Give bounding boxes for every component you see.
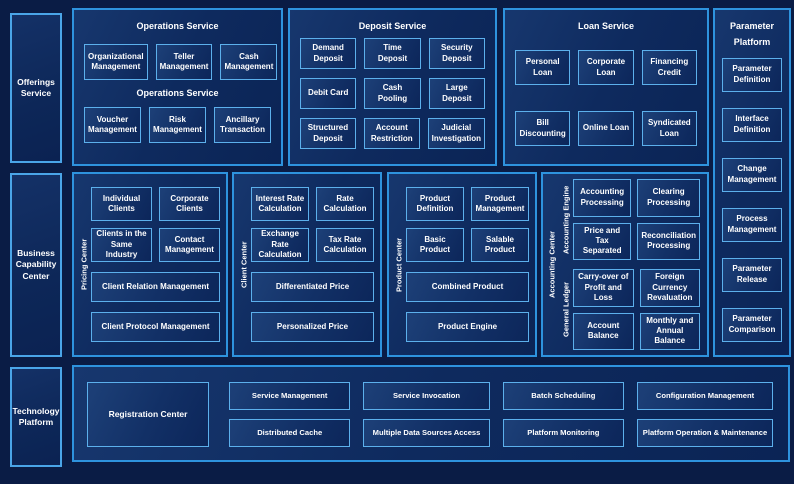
interest-rate-calculation-box: Interest Rate Calculation bbox=[251, 187, 309, 221]
parameter-platform-title: Parameter Platform bbox=[729, 21, 775, 47]
accounting-engine-group: Accounting Engine Accounting Processing … bbox=[559, 179, 700, 260]
debit-card-box: Debit Card bbox=[300, 78, 357, 109]
general-ledger-vertical-label: General Ledger bbox=[561, 281, 571, 338]
technology-platform-panel: Registration Center Service Management S… bbox=[72, 365, 790, 462]
process-management-box: Process Management bbox=[722, 207, 782, 242]
online-loan-box: Online Loan bbox=[578, 111, 634, 146]
service-invocation-box: Service Invocation bbox=[363, 382, 490, 410]
risk-management-box: Risk Management bbox=[149, 107, 206, 143]
cash-management-box: Cash Management bbox=[220, 44, 278, 80]
account-restriction-box: Account Restriction bbox=[363, 118, 420, 149]
clearing-processing-box: Clearing Processing bbox=[637, 179, 700, 217]
operations-service-title: Operations Service bbox=[136, 21, 219, 31]
operations-row-2: Voucher Management Risk Management Ancil… bbox=[84, 107, 271, 143]
teller-management-box: Teller Management bbox=[155, 44, 213, 80]
pricing-center-vertical-label: Pricing Center bbox=[79, 238, 89, 291]
basic-product-box: Basic Product bbox=[406, 228, 464, 262]
technology-platform-label: Technology Platform bbox=[10, 367, 62, 467]
operations-service-subtitle: Operations Service bbox=[136, 88, 219, 98]
deposit-service-panel: Deposit Service Demand Deposit Time Depo… bbox=[288, 8, 497, 166]
loan-row-2: Bill Discounting Online Loan Syndicated … bbox=[515, 111, 697, 146]
deposit-row-3: Structured Deposit Account Restriction J… bbox=[300, 118, 485, 149]
exchange-rate-calculation-box: Exchange Rate Calculation bbox=[251, 228, 309, 262]
price-and-tax-separated-box: Price and Tax Separated bbox=[573, 222, 632, 260]
accounting-center-panel: Accounting Center Accounting Engine Acco… bbox=[541, 172, 709, 357]
loan-service-panel: Loan Service Personal Loan Corporate Loa… bbox=[503, 8, 709, 166]
distributed-cache-box: Distributed Cache bbox=[229, 419, 351, 447]
loan-row-1: Personal Loan Corporate Loan Financing C… bbox=[515, 50, 697, 85]
technology-grid: Service Management Service Invocation Ba… bbox=[229, 382, 773, 447]
bill-discounting-box: Bill Discounting bbox=[515, 111, 571, 146]
change-management-box: Change Management bbox=[722, 157, 782, 192]
account-balance-box: Account Balance bbox=[573, 312, 634, 350]
accounting-engine-vertical-label: Accounting Engine bbox=[561, 185, 571, 254]
parameter-release-box: Parameter Release bbox=[722, 257, 782, 292]
combined-product-box: Combined Product bbox=[406, 272, 529, 302]
product-management-box: Product Management bbox=[471, 187, 529, 221]
salable-product-box: Salable Product bbox=[471, 228, 529, 262]
carry-over-profit-loss-box: Carry-over of Profit and Loss bbox=[573, 269, 634, 307]
security-deposit-box: Security Deposit bbox=[428, 38, 485, 69]
accounting-processing-box: Accounting Processing bbox=[573, 179, 632, 217]
deposit-service-title: Deposit Service bbox=[358, 21, 427, 31]
judicial-investigation-box: Judicial Investigation bbox=[427, 118, 485, 149]
operations-service-panel: Operations Service Organizational Manage… bbox=[72, 8, 283, 166]
multiple-data-sources-access-box: Multiple Data Sources Access bbox=[363, 419, 490, 447]
time-deposit-box: Time Deposit bbox=[364, 38, 421, 69]
operations-row-1: Organizational Management Teller Managem… bbox=[84, 44, 278, 80]
personal-loan-box: Personal Loan bbox=[515, 50, 571, 85]
clients-same-industry-box: Clients in the Same Industry bbox=[91, 228, 152, 262]
organizational-management-box: Organizational Management bbox=[84, 44, 148, 80]
accounting-center-vertical-label: Accounting Center bbox=[547, 230, 557, 299]
structured-deposit-box: Structured Deposit bbox=[300, 118, 356, 149]
business-capability-center-label: Business Capability Center bbox=[10, 173, 62, 357]
platform-monitoring-box: Platform Monitoring bbox=[502, 419, 625, 447]
reconciliation-processing-box: Reconciliation Processing bbox=[637, 222, 700, 260]
syndicated-loan-box: Syndicated Loan bbox=[641, 111, 697, 146]
loan-service-title: Loan Service bbox=[577, 21, 635, 31]
product-engine-box: Product Engine bbox=[406, 312, 529, 342]
pricing-center-panel: Pricing Center Individual Clients Corpor… bbox=[72, 172, 228, 357]
client-relation-management-box: Client Relation Management bbox=[91, 272, 220, 302]
batch-scheduling-box: Batch Scheduling bbox=[502, 382, 625, 410]
foreign-currency-revaluation-box: Foreign Currency Revaluation bbox=[639, 269, 700, 307]
tax-rate-calculation-box: Tax Rate Calculation bbox=[316, 228, 374, 262]
product-definition-box: Product Definition bbox=[406, 187, 464, 221]
deposit-row-2: Debit Card Cash Pooling Large Deposit bbox=[300, 78, 485, 109]
rate-calculation-box: Rate Calculation bbox=[316, 187, 374, 221]
platform-operation-maintenance-box: Platform Operation & Maintenance bbox=[637, 419, 773, 447]
parameter-definition-box: Parameter Definition bbox=[722, 57, 782, 92]
general-ledger-group: General Ledger Carry-over of Profit and … bbox=[559, 269, 700, 350]
offerings-service-label: Offerings Service bbox=[10, 13, 62, 163]
client-center-vertical-label: Client Center bbox=[239, 241, 249, 288]
client-center-grid: Interest Rate Calculation Rate Calculati… bbox=[251, 187, 374, 262]
ancillary-transaction-box: Ancillary Transaction bbox=[214, 107, 271, 143]
financing-credit-box: Financing Credit bbox=[641, 50, 697, 85]
pricing-center-grid: Individual Clients Corporate Clients Cli… bbox=[91, 187, 220, 262]
personalized-price-box: Personalized Price bbox=[251, 312, 374, 342]
deposit-row-1: Demand Deposit Time Deposit Security Dep… bbox=[300, 38, 485, 69]
service-management-box: Service Management bbox=[229, 382, 351, 410]
cash-pooling-box: Cash Pooling bbox=[364, 78, 421, 109]
product-center-grid: Product Definition Product Management Ba… bbox=[406, 187, 529, 262]
product-center-panel: Product Center Product Definition Produc… bbox=[387, 172, 537, 357]
differentiated-price-box: Differentiated Price bbox=[251, 272, 374, 302]
contact-management-box: Contact Management bbox=[159, 228, 220, 262]
registration-center-box: Registration Center bbox=[87, 382, 209, 447]
parameter-platform-panel: Parameter Platform Parameter Definition … bbox=[713, 8, 791, 357]
individual-clients-box: Individual Clients bbox=[91, 187, 152, 221]
parameter-comparison-box: Parameter Comparison bbox=[722, 307, 782, 342]
product-center-vertical-label: Product Center bbox=[394, 237, 404, 292]
large-deposit-box: Large Deposit bbox=[428, 78, 485, 109]
corporate-loan-box: Corporate Loan bbox=[578, 50, 634, 85]
client-center-panel: Client Center Interest Rate Calculation … bbox=[232, 172, 382, 357]
client-protocol-management-box: Client Protocol Management bbox=[91, 312, 220, 342]
interface-definition-box: Interface Definition bbox=[722, 107, 782, 142]
demand-deposit-box: Demand Deposit bbox=[300, 38, 357, 69]
corporate-clients-box: Corporate Clients bbox=[159, 187, 220, 221]
voucher-management-box: Voucher Management bbox=[84, 107, 141, 143]
monthly-annual-balance-box: Monthly and Annual Balance bbox=[639, 312, 700, 350]
configuration-management-box: Configuration Management bbox=[637, 382, 773, 410]
